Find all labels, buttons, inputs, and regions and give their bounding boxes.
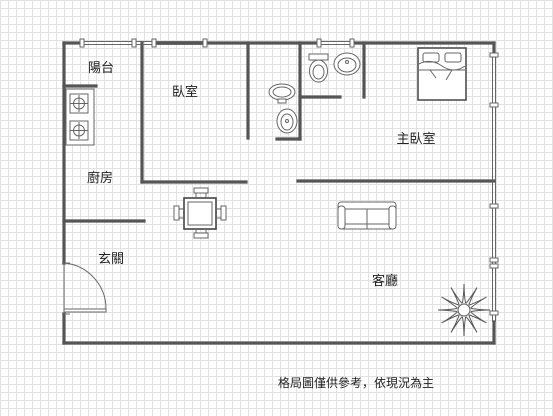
plant-icon <box>437 283 491 337</box>
room-label-kitchen: 廚房 <box>87 170 113 186</box>
plant-leaf <box>470 307 491 313</box>
bed-icon <box>417 47 467 101</box>
interior-walls <box>62 41 496 223</box>
room-label-master-bedroom: 主臥室 <box>396 131 435 147</box>
bath-window <box>316 38 355 48</box>
top-window <box>79 38 208 48</box>
plant-leaf <box>437 307 458 313</box>
plant-leaf <box>461 316 467 337</box>
room-label-living-room: 客廳 <box>372 273 398 289</box>
disclaimer-note: 格局圖僅供參考，依現況為主 <box>278 376 435 390</box>
entrance-door <box>62 262 107 315</box>
room-label-bedroom: 臥室 <box>172 84 198 100</box>
room-label-balcony: 陽台 <box>88 61 114 76</box>
plant-leaf <box>461 283 467 304</box>
sofa-icon <box>337 201 397 230</box>
toilet-icon <box>268 83 296 104</box>
plant-center <box>457 303 471 317</box>
stove-icon <box>65 88 95 146</box>
sink-icon <box>276 108 298 134</box>
outer-walls <box>62 41 496 345</box>
room-label-entrance: 玄關 <box>98 252 124 267</box>
sink-icon-2 <box>333 52 361 76</box>
toilet-icon-2 <box>308 53 329 83</box>
dining-table-icon <box>173 187 227 239</box>
right-window <box>489 52 499 322</box>
